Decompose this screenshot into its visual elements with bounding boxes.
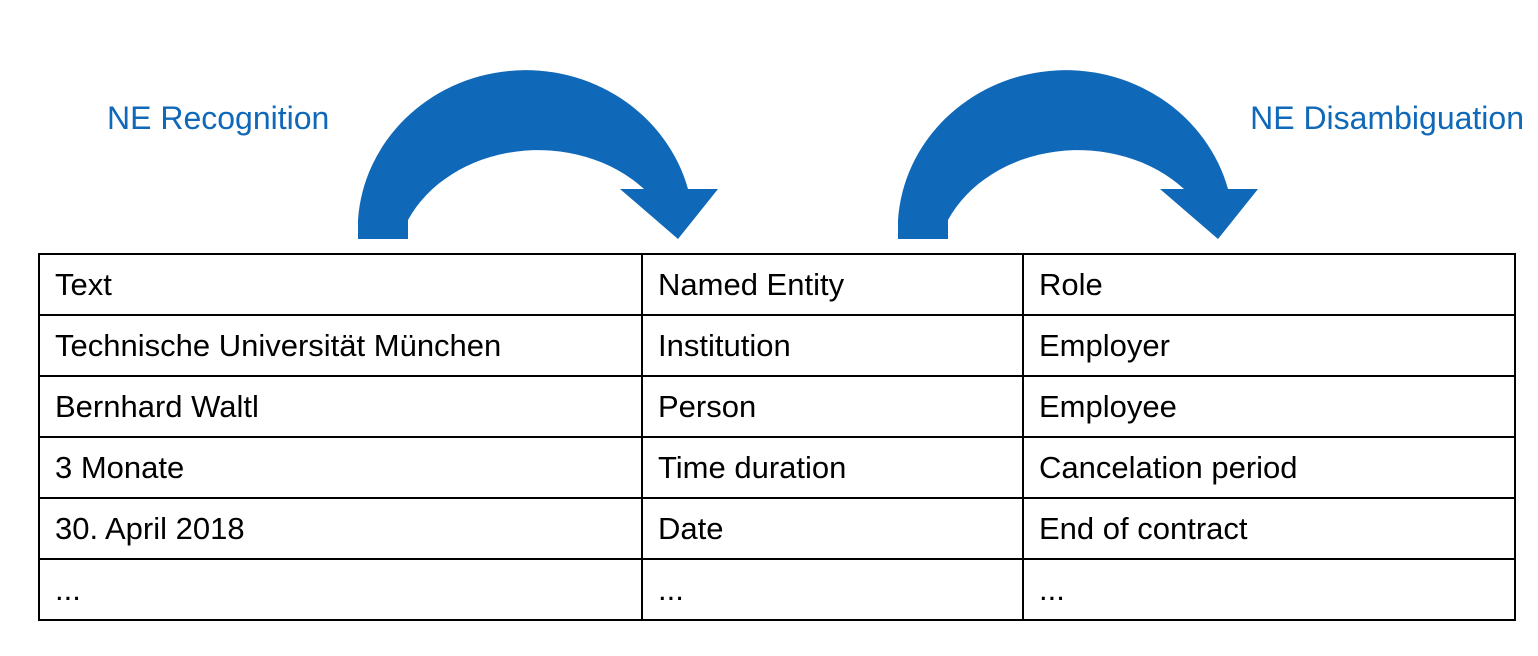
- header-text: Text: [38, 253, 643, 316]
- table-cell-role: End of contract: [1022, 497, 1516, 560]
- table-cell-role: Employer: [1022, 314, 1516, 377]
- table-cell-entity: Person: [641, 375, 1024, 438]
- table-row: 30. April 2018 Date End of contract: [38, 497, 1516, 560]
- table-cell-role: Employee: [1022, 375, 1516, 438]
- ne-recognition-label: NE Recognition: [107, 100, 330, 136]
- header-named-entity: Named Entity: [641, 253, 1024, 316]
- table-row: ... ... ...: [38, 558, 1516, 621]
- table-cell-role: ...: [1022, 558, 1516, 621]
- table-cell-entity: Date: [641, 497, 1024, 560]
- table-cell-text: 30. April 2018: [38, 497, 643, 560]
- table-row: Bernhard Waltl Person Employee: [38, 375, 1516, 438]
- recognition-arrow-icon: [358, 70, 718, 239]
- table-cell-text: ...: [38, 558, 643, 621]
- table-cell-text: Technische Universität München: [38, 314, 643, 377]
- table-row: 3 Monate Time duration Cancelation perio…: [38, 436, 1516, 499]
- header-role: Role: [1022, 253, 1516, 316]
- entity-table: Text Named Entity Role Technische Univer…: [38, 253, 1516, 621]
- disambiguation-arrow-icon: [898, 70, 1258, 239]
- table-cell-text: 3 Monate: [38, 436, 643, 499]
- table-cell-entity: ...: [641, 558, 1024, 621]
- table-cell-entity: Time duration: [641, 436, 1024, 499]
- table-header-row: Text Named Entity Role: [38, 253, 1516, 316]
- table-row: Technische Universität München Instituti…: [38, 314, 1516, 377]
- ne-disambiguation-label: NE Disambiguation: [1250, 100, 1524, 136]
- table-cell-entity: Institution: [641, 314, 1024, 377]
- table-cell-role: Cancelation period: [1022, 436, 1516, 499]
- table-cell-text: Bernhard Waltl: [38, 375, 643, 438]
